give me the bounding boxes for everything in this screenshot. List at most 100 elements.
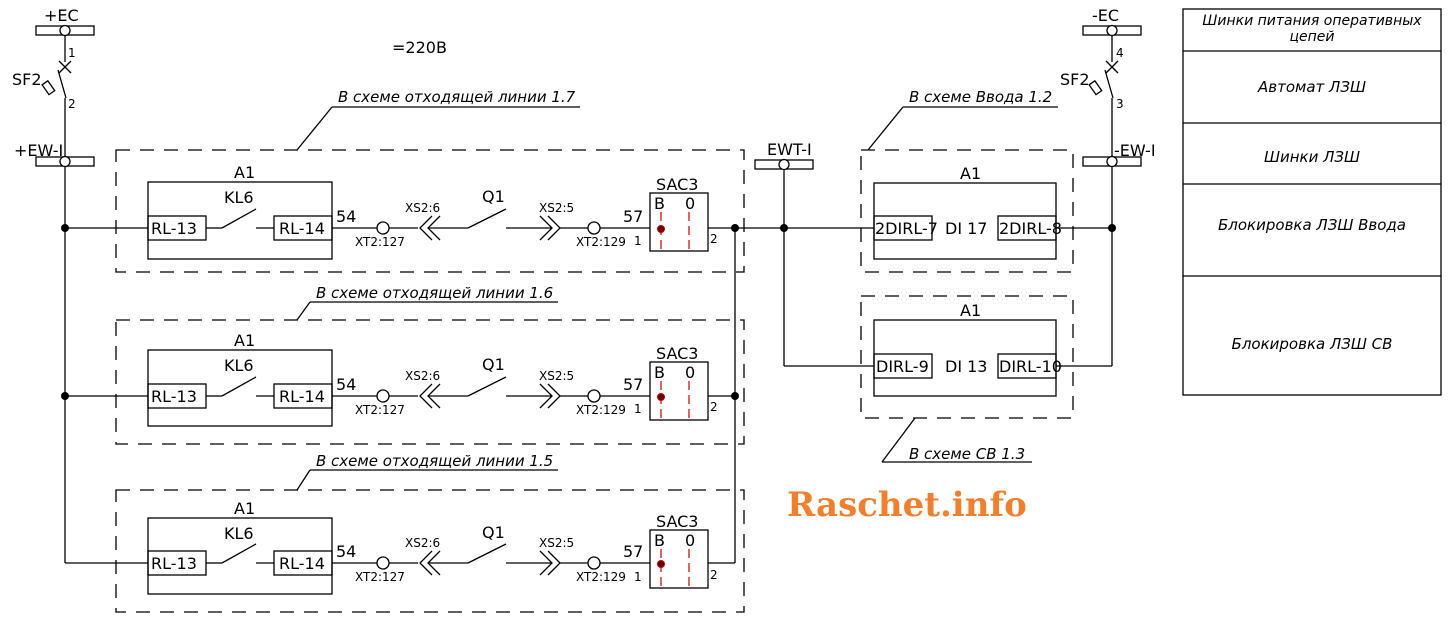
sac3-switch [649, 192, 709, 252]
module-a1-label: A1 [234, 331, 255, 350]
xs-out-label: XS2:5 [539, 369, 574, 383]
relay-contact [221, 376, 257, 397]
minus-ew-label: -EW-I [1114, 141, 1156, 160]
input-pin-out-label: 2DIRL-8 [999, 219, 1062, 238]
q1-label: Q1 [482, 355, 505, 374]
node-57-label: 57 [623, 375, 643, 394]
rl-out-label: RL-14 [279, 554, 325, 573]
node-54-label: 54 [336, 542, 356, 561]
feeder-boundary [115, 489, 745, 613]
sac3-position-b: В [654, 194, 665, 213]
sac3-pin-1: 1 [634, 570, 642, 584]
legend-row-1: Автомат ЛЗШ [1257, 78, 1366, 96]
module-a1-label: A1 [960, 301, 981, 320]
node-57-label: 57 [623, 207, 643, 226]
input-di-label: DI 17 [945, 219, 987, 238]
feeder-caption: В схеме отходящей линии 1.7 [338, 88, 576, 106]
module-a1-label: A1 [960, 164, 981, 183]
relay-label: KL6 [224, 356, 254, 375]
relay-contact [221, 543, 257, 564]
feeder-caption: В схеме отходящей линии 1.5 [316, 452, 553, 470]
sf2-right-pin-bottom: 3 [1116, 97, 1124, 111]
legend-row-2: Шинки ЛЗШ [1264, 148, 1360, 166]
sv-di-label: DI 13 [945, 357, 987, 376]
sv-pin-in [873, 353, 933, 379]
xt-out-terminal [587, 389, 601, 403]
xt-out-label: XT2:129 [576, 403, 626, 417]
sac3-position-0: 0 [685, 531, 695, 550]
q1-label: Q1 [482, 187, 505, 206]
watermark-text: Raschet.info [787, 485, 1027, 525]
sf2-right-switch-blade [1104, 69, 1114, 99]
voltage-label: =220В [392, 38, 447, 57]
sf2-right-pin-top: 4 [1116, 46, 1124, 60]
xt-in-terminal [376, 389, 390, 403]
rl-in-label: RL-13 [151, 219, 197, 238]
sv-pin-out-label: DIRL-10 [999, 357, 1062, 376]
sac3-position-b: В [654, 363, 665, 382]
node-54-label: 54 [336, 375, 356, 394]
sac3-pin-2: 2 [710, 232, 718, 246]
sf2-right-label: SF2 [1060, 70, 1090, 89]
input-boundary [860, 149, 1074, 273]
xt-out-label: XT2:129 [576, 570, 626, 584]
sf2-left-switch-blade [57, 69, 67, 99]
xt-in-terminal [376, 221, 390, 235]
xs-in-label: XS2:6 [405, 201, 440, 215]
sv-pin-in-label: DIRL-9 [876, 357, 929, 376]
sac-common-bus [731, 224, 874, 563]
ewt-bus: EWT-I [754, 140, 874, 367]
feeder-boundary [115, 149, 745, 273]
module-a1-label: A1 [234, 163, 255, 182]
q1-contact [467, 208, 507, 229]
input-caption: В схеме Ввода 1.2 [909, 88, 1052, 106]
module-a1-label: A1 [234, 499, 255, 518]
sac3-switch [649, 529, 709, 589]
sac3-pin-2: 2 [710, 400, 718, 414]
xt-in-terminal [376, 556, 390, 570]
xt-in-label: XT2:127 [355, 235, 405, 249]
xt-out-label: XT2:129 [576, 235, 626, 249]
sac3-position-b: В [654, 531, 665, 550]
sf2-left-pin-top: 1 [68, 46, 76, 60]
sac3-label: SAC3 [656, 175, 698, 194]
sac3-position-0: 0 [685, 363, 695, 382]
sf2-left-pin-bottom: 2 [68, 97, 76, 111]
sv-boundary [860, 295, 1074, 419]
xt-in-label: XT2:127 [355, 403, 405, 417]
feeder-block-3: В схеме отходящей линии 1.5 A1 KL6 RL-13… [65, 452, 745, 613]
sac3-pin-1: 1 [634, 402, 642, 416]
legend-row-4: Блокировка ЛЗШ СВ [1232, 335, 1393, 353]
minus-ec-label: -EC [1092, 6, 1119, 25]
sac3-pin-2: 2 [710, 568, 718, 582]
node-57-label: 57 [623, 542, 643, 561]
xt-out-terminal [587, 221, 601, 235]
sac3-active-contact [657, 560, 665, 568]
sac3-label: SAC3 [656, 344, 698, 363]
xs-in-label: XS2:6 [405, 369, 440, 383]
sac3-active-contact [657, 225, 665, 233]
ewt-label: EWT-I [767, 140, 812, 159]
input-pin-in [873, 215, 933, 241]
legend-row-3: Блокировка ЛЗШ Ввода [1218, 216, 1406, 234]
input-block: В схеме Ввода 1.2 A1 2DIRL-7 DI 17 2DIRL… [860, 88, 1112, 273]
rl-in-label: RL-13 [151, 554, 197, 573]
xt-out-terminal [587, 556, 601, 570]
feeder-block-1: В схеме отходящей линии 1.7 A1 KL6 RL-13… [65, 88, 745, 273]
sac3-pin-1: 1 [634, 234, 642, 248]
sac3-switch [649, 361, 709, 421]
sac3-active-contact [657, 393, 665, 401]
sac3-label: SAC3 [656, 512, 698, 531]
plus-ew-label: +EW-I [14, 141, 63, 160]
input-pin-in-label: 2DIRL-7 [875, 219, 938, 238]
legend-table: Шинки питания оперативных цепей Автомат … [1182, 8, 1442, 396]
sv-block: A1 DIRL-9 DI 13 DIRL-10 В схеме СВ 1.3 [860, 295, 1112, 463]
legend-row-0: Шинки питания оперативных цепей [1202, 13, 1422, 45]
q1-contact [467, 376, 507, 397]
relay-label: KL6 [224, 524, 254, 543]
rl-out-label: RL-14 [279, 387, 325, 406]
xs-out-label: XS2:5 [539, 201, 574, 215]
rl-in-label: RL-13 [151, 387, 197, 406]
